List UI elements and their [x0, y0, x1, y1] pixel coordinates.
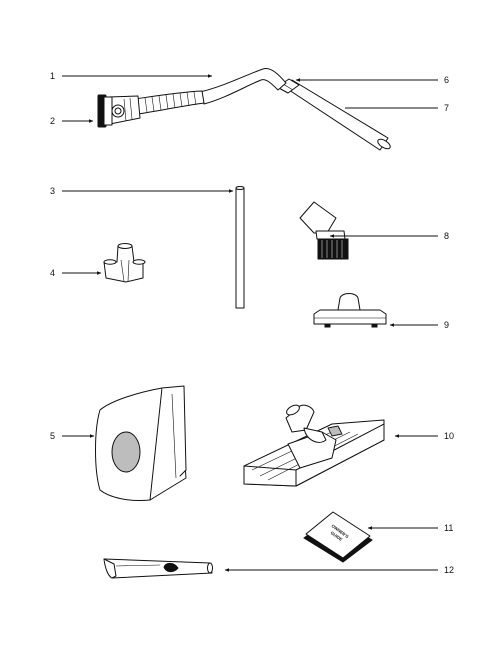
callout-5: 5 [50, 431, 55, 441]
brush-bristles [321, 240, 343, 258]
dust-bag [95, 385, 187, 501]
callout-7: 7 [444, 103, 449, 113]
callout-3: 3 [50, 186, 55, 196]
callout-6: 6 [444, 75, 449, 85]
callout-numbers: 1 2 3 4 5 6 7 8 9 10 11 12 [50, 71, 454, 575]
callout-12: 12 [444, 565, 454, 575]
tool-adapter [103, 243, 146, 283]
callout-4: 4 [50, 268, 55, 278]
crevice-tool [103, 558, 213, 579]
callout-leaders [62, 74, 438, 572]
upholstery-tool [313, 293, 387, 328]
extension-wand [235, 186, 245, 309]
callout-9: 9 [444, 320, 449, 330]
callout-2: 2 [50, 116, 55, 126]
floor-tool [243, 404, 385, 487]
dusting-brush [299, 201, 349, 260]
owners-guide-booklet: OWNER'S GUIDE [303, 511, 373, 563]
callout-11: 11 [444, 523, 453, 533]
callout-10: 10 [444, 431, 454, 441]
callout-1: 1 [50, 71, 55, 81]
callout-8: 8 [444, 231, 449, 241]
guide-title-line2: GUIDE [330, 530, 344, 542]
hose-wand-assembly [97, 67, 391, 151]
hose-ribs [144, 91, 197, 113]
